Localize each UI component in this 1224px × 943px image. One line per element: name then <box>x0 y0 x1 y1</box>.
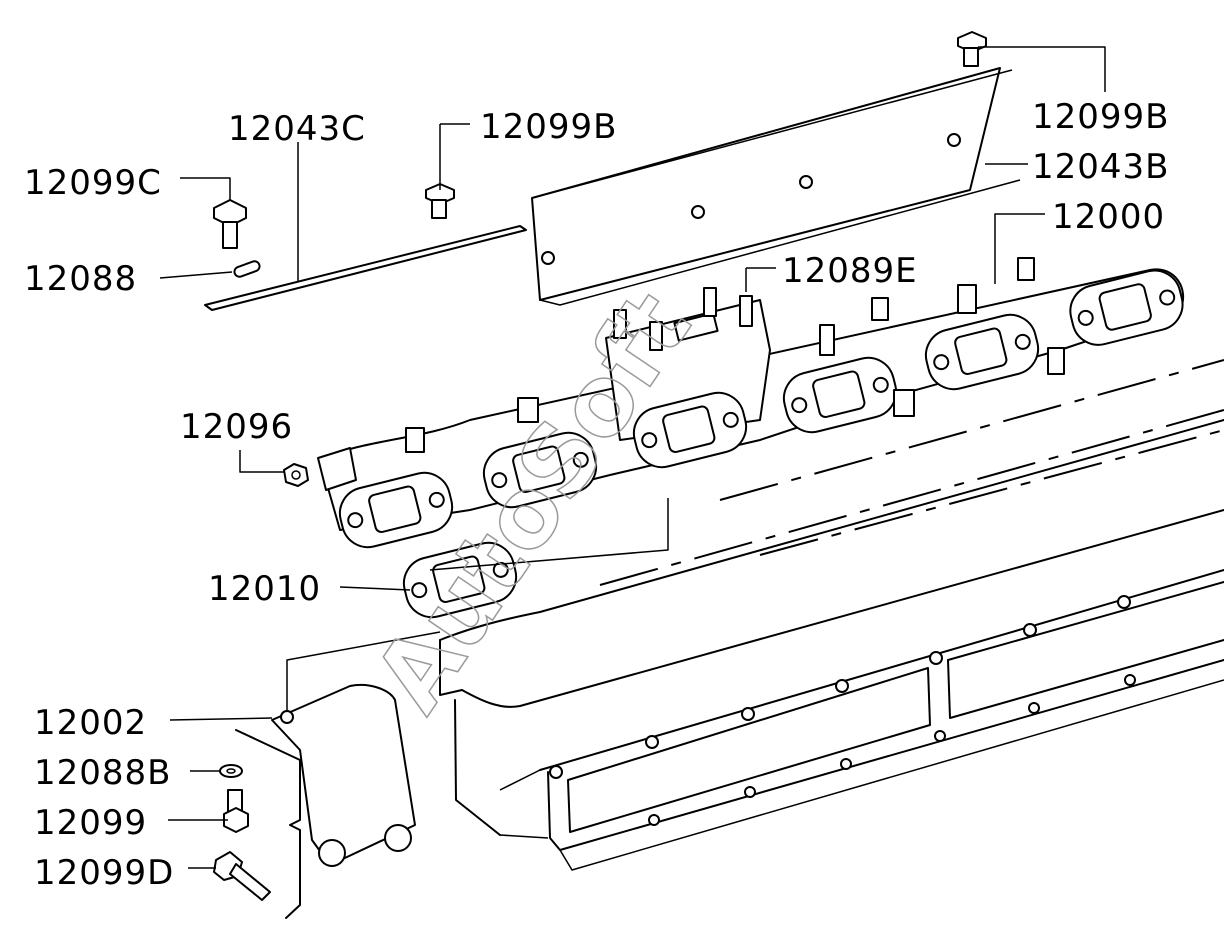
bolt-12099 <box>223 789 249 833</box>
callout-12043c: 12043C <box>228 109 366 149</box>
callout-12099d: 12099D <box>34 853 174 893</box>
callout-12099b-mid: 12099B <box>480 107 617 147</box>
callout-12088: 12088 <box>24 259 137 299</box>
bolt-12099c <box>213 199 247 249</box>
washer-12088 <box>233 260 261 278</box>
bolt-12099d <box>213 851 271 901</box>
heat-shield-12043b <box>531 67 1021 306</box>
bolt-12099b-top <box>957 31 987 67</box>
washer-12088b <box>219 764 243 778</box>
bolt-12099b-mid <box>425 183 455 219</box>
head-bolt-bosses <box>549 595 1136 826</box>
callout-12043b: 12043B <box>1032 147 1169 187</box>
exhaust-manifold-12000 <box>317 257 1185 549</box>
bracket-12002 <box>235 684 416 919</box>
callout-12088b: 12088B <box>34 753 171 793</box>
callout-12096: 12096 <box>180 407 293 447</box>
callout-12089e: 12089E <box>782 251 918 291</box>
callout-12099b-top: 12099B <box>1032 97 1169 137</box>
heat-shield-12043c <box>204 225 527 311</box>
manifold-port-flanges <box>338 269 1184 549</box>
callout-labels: 12099B 12043B 12000 12043C 12099B 12099C… <box>24 97 1169 893</box>
callout-12000: 12000 <box>1052 197 1165 237</box>
leader-lines <box>159 46 1106 869</box>
nut-12096 <box>283 463 309 487</box>
callout-12099: 12099 <box>34 803 147 843</box>
callout-12002: 12002 <box>34 703 147 743</box>
callout-12099c: 12099C <box>24 163 162 203</box>
turbo-flange-studs <box>613 284 977 356</box>
cylinder-head <box>439 359 1224 871</box>
callout-12010: 12010 <box>208 569 321 609</box>
